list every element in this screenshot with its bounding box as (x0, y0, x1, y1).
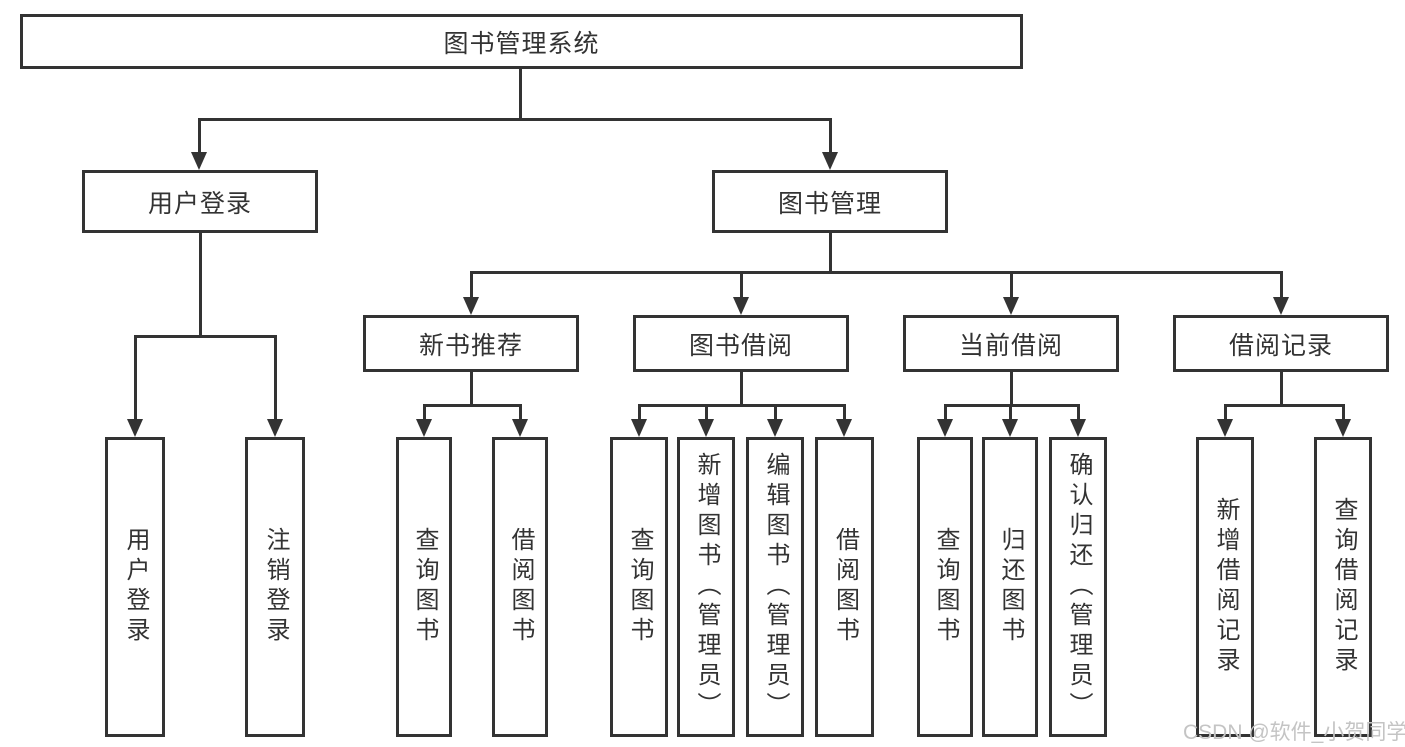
connector-vline (1009, 404, 1012, 421)
leaf-return-book: 归还图书 (982, 437, 1038, 737)
leaf-borrow-book-recommend-label: 借阅图书 (507, 527, 534, 647)
connector-vline (199, 233, 202, 337)
connector-arrowhead (836, 419, 852, 437)
leaf-borrow-book-recommend: 借阅图书 (492, 437, 548, 737)
connector-hline (134, 335, 277, 338)
connector-arrowhead (631, 419, 647, 437)
leaf-query-book-recommend-label: 查询图书 (411, 527, 438, 647)
connector-arrowhead (191, 152, 207, 170)
leaf-add-book-admin-label: 新增图书（管理员） (693, 452, 720, 722)
leaf-user-login-label: 用户登录 (122, 527, 149, 647)
connector-vline (423, 404, 426, 421)
connector-arrowhead (1070, 419, 1086, 437)
connector-vline (1077, 404, 1080, 421)
node-user-login-label: 用户登录 (147, 189, 252, 218)
node-book-management: 图书管理 (712, 170, 948, 233)
leaf-query-book-current-label: 查询图书 (932, 527, 959, 647)
connector-arrowhead (1002, 419, 1018, 437)
connector-arrowhead (267, 419, 283, 437)
node-user-login: 用户登录 (82, 170, 318, 233)
connector-hline (198, 118, 832, 121)
connector-vline (274, 335, 277, 421)
node-borrow-record-label: 借阅记录 (1228, 331, 1333, 360)
connector-arrowhead (698, 419, 714, 437)
leaf-borrow-book: 借阅图书 (815, 437, 874, 737)
leaf-query-book-recommend: 查询图书 (396, 437, 452, 737)
connector-vline (740, 372, 743, 407)
connector-arrowhead (127, 419, 143, 437)
connector-vline (1010, 271, 1013, 299)
watermark: CSDN @软件_小贺同学 (1183, 721, 1405, 744)
node-new-book-recommend: 新书推荐 (363, 315, 579, 372)
node-book-borrow: 图书借阅 (633, 315, 849, 372)
connector-arrowhead (1273, 297, 1289, 315)
connector-hline (470, 271, 1283, 274)
node-root-label: 图书管理系统 (443, 29, 600, 58)
leaf-query-borrow-record-label: 查询借阅记录 (1330, 497, 1357, 677)
connector-vline (470, 372, 473, 407)
node-new-book-recommend-label: 新书推荐 (418, 331, 523, 360)
connector-arrowhead (1217, 419, 1233, 437)
leaf-user-login: 用户登录 (105, 437, 165, 737)
connector-arrowhead (1335, 419, 1351, 437)
leaf-logout-login-label: 注销登录 (262, 527, 289, 647)
connector-arrowhead (733, 297, 749, 315)
connector-arrowhead (512, 419, 528, 437)
leaf-query-borrow-record: 查询借阅记录 (1314, 437, 1372, 737)
leaf-return-book-label: 归还图书 (997, 527, 1024, 647)
connector-hline (638, 404, 846, 407)
connector-vline (705, 404, 708, 421)
leaf-borrow-book-label: 借阅图书 (831, 527, 859, 647)
connector-vline (470, 271, 473, 299)
connector-vline (1280, 372, 1283, 407)
connector-arrowhead (416, 419, 432, 437)
connector-vline (198, 118, 201, 154)
connector-vline (740, 271, 743, 299)
leaf-edit-book-admin-label: 编辑图书（管理员） (762, 452, 789, 722)
connector-vline (134, 335, 137, 421)
leaf-add-borrow-record: 新增借阅记录 (1196, 437, 1254, 737)
leaf-logout-login: 注销登录 (245, 437, 305, 737)
connector-vline (774, 404, 777, 421)
connector-hline (423, 404, 522, 407)
connector-vline (1342, 404, 1345, 421)
connector-vline (944, 404, 947, 421)
leaf-confirm-return-admin-label: 确认归还（管理员） (1065, 452, 1092, 722)
connector-vline (829, 118, 832, 154)
connector-vline (519, 404, 522, 421)
connector-arrowhead (937, 419, 953, 437)
connector-arrowhead (822, 152, 838, 170)
leaf-edit-book-admin: 编辑图书（管理员） (746, 437, 804, 737)
connector-vline (843, 404, 846, 421)
connector-vline (1280, 271, 1283, 299)
connector-arrowhead (767, 419, 783, 437)
connector-vline (638, 404, 641, 421)
node-root: 图书管理系统 (20, 14, 1023, 69)
connector-arrowhead (463, 297, 479, 315)
connector-hline (944, 404, 1080, 407)
connector-hline (1224, 404, 1345, 407)
leaf-query-book-borrow: 查询图书 (610, 437, 668, 737)
node-borrow-record: 借阅记录 (1173, 315, 1389, 372)
node-current-borrow-label: 当前借阅 (958, 331, 1063, 360)
node-book-borrow-label: 图书借阅 (688, 331, 793, 360)
leaf-add-book-admin: 新增图书（管理员） (677, 437, 735, 737)
leaf-query-book-borrow-label: 查询图书 (626, 527, 653, 647)
leaf-confirm-return-admin: 确认归还（管理员） (1049, 437, 1107, 737)
leaf-add-borrow-record-label: 新增借阅记录 (1212, 497, 1239, 677)
connector-vline (829, 233, 832, 274)
connector-arrowhead (1003, 297, 1019, 315)
node-book-management-label: 图书管理 (777, 189, 882, 218)
connector-vline (519, 68, 522, 120)
node-current-borrow: 当前借阅 (903, 315, 1119, 372)
connector-vline (1224, 404, 1227, 421)
leaf-query-book-current: 查询图书 (917, 437, 973, 737)
connector-vline (1010, 372, 1013, 407)
